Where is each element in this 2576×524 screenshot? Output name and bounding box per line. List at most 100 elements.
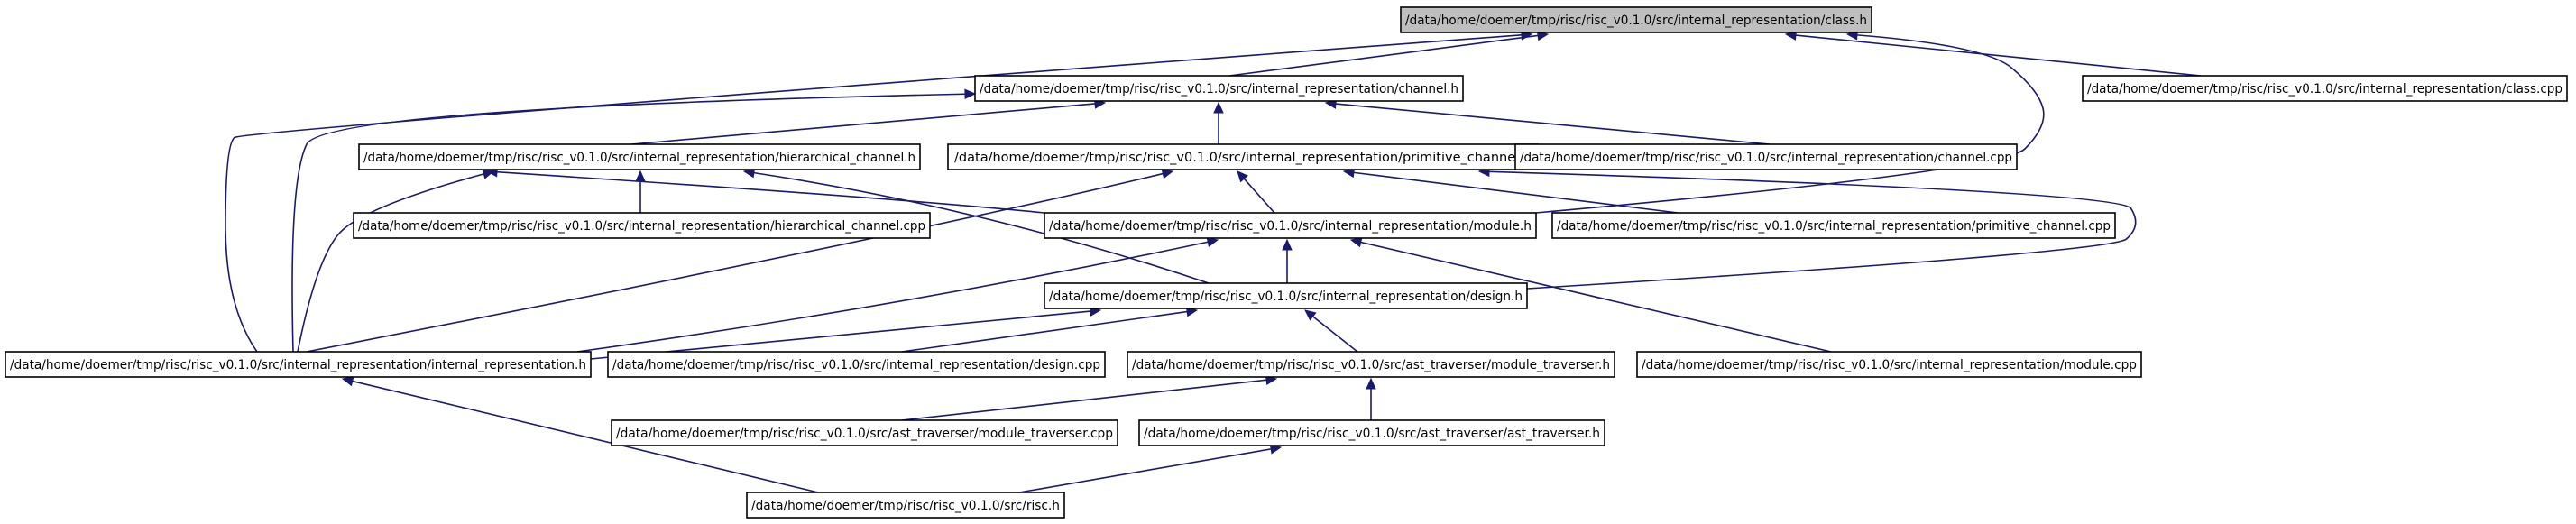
edge-design_cpp-to-design_h xyxy=(901,306,1199,353)
node-class-h[interactable]: /data/home/doemer/tmp/risc/risc_v0.1.0/s… xyxy=(1400,6,1872,33)
node-label: /data/home/doemer/tmp/risc/risc_v0.1.0/s… xyxy=(1049,219,1532,234)
edge-class_cpp-to-class_h xyxy=(1784,30,2202,77)
node-box[interactable] xyxy=(5,351,592,378)
edge-line xyxy=(306,172,1164,353)
node-label: /data/home/doemer/tmp/risc/risc_v0.1.0/s… xyxy=(1557,219,2111,234)
node-risc-h[interactable]: /data/home/doemer/tmp/risc/risc_v0.1.0/s… xyxy=(746,492,1065,519)
edge-modtrav_h-to-design_h xyxy=(1304,309,1358,353)
node-box[interactable] xyxy=(1400,6,1872,33)
arrowhead-icon xyxy=(1304,309,1317,321)
node-module-h[interactable]: /data/home/doemer/tmp/risc/risc_v0.1.0/s… xyxy=(1044,212,1537,239)
edge-line xyxy=(291,93,966,353)
node-design-h[interactable]: /data/home/doemer/tmp/risc/risc_v0.1.0/s… xyxy=(1044,282,1528,309)
node-label: /data/home/doemer/tmp/risc/risc_v0.1.0/s… xyxy=(612,358,1100,372)
node-box[interactable] xyxy=(1138,419,1605,446)
node-channel-cpp[interactable]: /data/home/doemer/tmp/risc/risc_v0.1.0/s… xyxy=(1514,143,2018,170)
edge-line xyxy=(297,173,484,353)
edge-line xyxy=(1360,241,1832,353)
node-label: /data/home/doemer/tmp/risc/risc_v0.1.0/s… xyxy=(751,499,1060,513)
node-prim-cpp[interactable]: /data/home/doemer/tmp/risc/risc_v0.1.0/s… xyxy=(1551,212,2116,239)
edge-line xyxy=(1018,448,1272,493)
node-box[interactable] xyxy=(1551,212,2116,239)
edge-line xyxy=(753,171,1210,284)
edge-design_h-to-module_h xyxy=(1282,238,1293,283)
edge-ir_h-to-channel_h xyxy=(291,88,977,353)
node-modtrav-h[interactable]: /data/home/doemer/tmp/risc/risc_v0.1.0/s… xyxy=(1127,351,1615,378)
node-box[interactable] xyxy=(974,75,1464,102)
node-label: /data/home/doemer/tmp/risc/risc_v0.1.0/s… xyxy=(363,151,915,165)
node-design-cpp[interactable]: /data/home/doemer/tmp/risc/risc_v0.1.0/s… xyxy=(607,351,1106,378)
edge-module_cpp-to-module_h xyxy=(1349,236,1832,353)
edge-line xyxy=(576,241,1209,353)
edge-line xyxy=(225,34,1523,353)
node-label: /data/home/doemer/tmp/risc/risc_v0.1.0/s… xyxy=(616,427,1113,441)
node-ir-h[interactable]: /data/home/doemer/tmp/risc/risc_v0.1.0/s… xyxy=(5,351,592,378)
edge-channel_cpp-to-channel_h xyxy=(1324,98,1771,145)
node-box[interactable] xyxy=(746,492,1065,519)
edge-hier_h-to-channel_h xyxy=(630,98,1107,145)
node-box[interactable] xyxy=(1514,143,2018,170)
node-label: /data/home/doemer/tmp/risc/risc_v0.1.0/s… xyxy=(1642,358,2137,372)
node-box[interactable] xyxy=(1127,351,1615,378)
arrowhead-icon xyxy=(1213,101,1224,114)
node-label: /data/home/doemer/tmp/risc/risc_v0.1.0/s… xyxy=(1405,14,1867,28)
node-label: /data/home/doemer/tmp/risc/risc_v0.1.0/s… xyxy=(358,219,925,234)
node-hier-cpp[interactable]: /data/home/doemer/tmp/risc/risc_v0.1.0/s… xyxy=(353,212,931,239)
nodes-layer: /data/home/doemer/tmp/risc/risc_v0.1.0/s… xyxy=(5,6,2568,519)
edge-line xyxy=(590,310,1091,360)
edge-module_h-to-class_h xyxy=(1535,30,2045,214)
edge-line xyxy=(901,310,1188,353)
edge-line xyxy=(1353,171,1679,214)
edge-prim_h-to-channel_h xyxy=(1213,101,1224,144)
edge-ir_h-to-hier_h xyxy=(297,169,495,353)
edges-layer xyxy=(225,30,2202,493)
arrowhead-icon xyxy=(1349,236,1363,248)
node-box[interactable] xyxy=(1636,351,2142,378)
node-class-cpp[interactable]: /data/home/doemer/tmp/risc/risc_v0.1.0/s… xyxy=(2082,75,2568,102)
edge-line xyxy=(1335,103,1771,145)
arrowhead-icon xyxy=(964,88,977,100)
node-box[interactable] xyxy=(353,212,931,239)
edge-line xyxy=(1228,34,1539,77)
edge-line xyxy=(630,103,1096,145)
arrowhead-icon xyxy=(1366,377,1376,390)
node-modtrav-cpp[interactable]: /data/home/doemer/tmp/risc/risc_v0.1.0/s… xyxy=(611,419,1118,446)
node-module-cpp[interactable]: /data/home/doemer/tmp/risc/risc_v0.1.0/s… xyxy=(1636,351,2142,378)
edge-asttrav_h-to-modtrav_h xyxy=(1366,377,1376,420)
node-label: /data/home/doemer/tmp/risc/risc_v0.1.0/s… xyxy=(1144,427,1600,441)
edge-line xyxy=(1795,34,2202,77)
edge-ir_h-to-module_h xyxy=(576,236,1219,353)
arrowhead-icon xyxy=(482,169,495,179)
node-box[interactable] xyxy=(1044,212,1537,239)
node-box[interactable] xyxy=(611,419,1118,446)
arrowhead-icon xyxy=(1161,169,1174,179)
node-box[interactable] xyxy=(1044,282,1528,309)
node-box[interactable] xyxy=(607,351,1106,378)
edge-ir_h-to-prim_h xyxy=(306,169,1174,353)
edge-line xyxy=(1243,178,1275,214)
edge-line xyxy=(1312,316,1358,353)
edge-modtrav_cpp-to-modtrav_h xyxy=(901,374,1278,421)
node-box[interactable] xyxy=(2082,75,2568,102)
edge-risc_h-to-ir_h xyxy=(341,376,819,493)
node-hier-h[interactable]: /data/home/doemer/tmp/risc/risc_v0.1.0/s… xyxy=(358,143,921,170)
node-label: /data/home/doemer/tmp/risc/risc_v0.1.0/s… xyxy=(954,151,1532,165)
arrowhead-icon xyxy=(341,376,354,387)
edge-line xyxy=(1535,34,2045,214)
edge-risc_h-to-asttrav_h xyxy=(1018,444,1283,493)
edge-line xyxy=(901,379,1267,421)
arrowhead-icon xyxy=(1282,238,1293,251)
edge-line xyxy=(496,170,1045,214)
node-label: /data/home/doemer/tmp/risc/risc_v0.1.0/s… xyxy=(1049,290,1523,304)
node-label: /data/home/doemer/tmp/risc/risc_v0.1.0/s… xyxy=(1520,151,2012,165)
node-channel-h[interactable]: /data/home/doemer/tmp/risc/risc_v0.1.0/s… xyxy=(974,75,1464,102)
node-label: /data/home/doemer/tmp/risc/risc_v0.1.0/s… xyxy=(1132,358,1610,372)
node-asttrav-h[interactable]: /data/home/doemer/tmp/risc/risc_v0.1.0/s… xyxy=(1138,419,1605,446)
node-box[interactable] xyxy=(947,143,1539,170)
node-prim-h[interactable]: /data/home/doemer/tmp/risc/risc_v0.1.0/s… xyxy=(947,143,1539,170)
edge-line xyxy=(352,380,819,493)
node-label: /data/home/doemer/tmp/risc/risc_v0.1.0/s… xyxy=(2087,82,2562,97)
node-box[interactable] xyxy=(358,143,921,170)
edge-module_h-to-prim_h xyxy=(1237,170,1275,214)
